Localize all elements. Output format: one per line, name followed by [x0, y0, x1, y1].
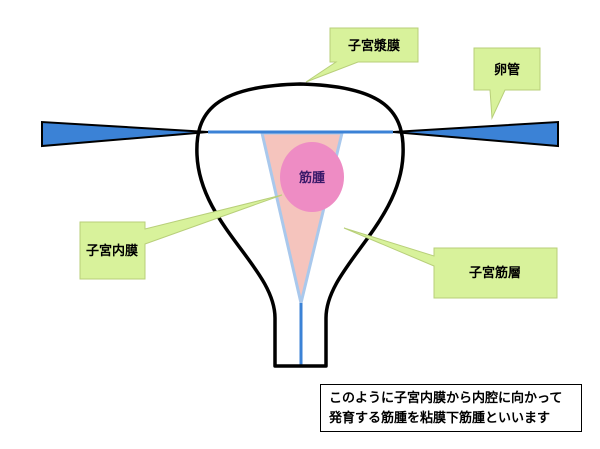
explanation-note-line-2: 発育する筋腫を粘膜下筋腫といいます	[329, 411, 551, 426]
callout-myometrium-label: 子宮筋層	[469, 265, 521, 281]
myoma-label: 筋腫	[298, 170, 325, 186]
right-fallopian-tube	[392, 120, 559, 148]
myoma	[280, 142, 344, 212]
callout-tube-label: 卵管	[494, 62, 520, 78]
callout-serosa: 子宮漿膜	[305, 27, 419, 83]
callout-tube: 卵管	[473, 47, 541, 120]
left-fallopian-tube	[41, 120, 209, 148]
callout-endometrium: 子宮内膜	[79, 194, 283, 280]
callout-serosa-label: 子宮漿膜	[348, 38, 400, 54]
callout-myometrium: 子宮筋層	[343, 227, 558, 299]
callout-endometrium-label: 子宮内膜	[86, 243, 138, 259]
explanation-note: このように子宮内膜から内腔に向かって 発育する筋腫を粘膜下筋腫といいます	[320, 384, 582, 432]
explanation-note-line-1: このように子宮内膜から内腔に向かって	[329, 391, 563, 406]
